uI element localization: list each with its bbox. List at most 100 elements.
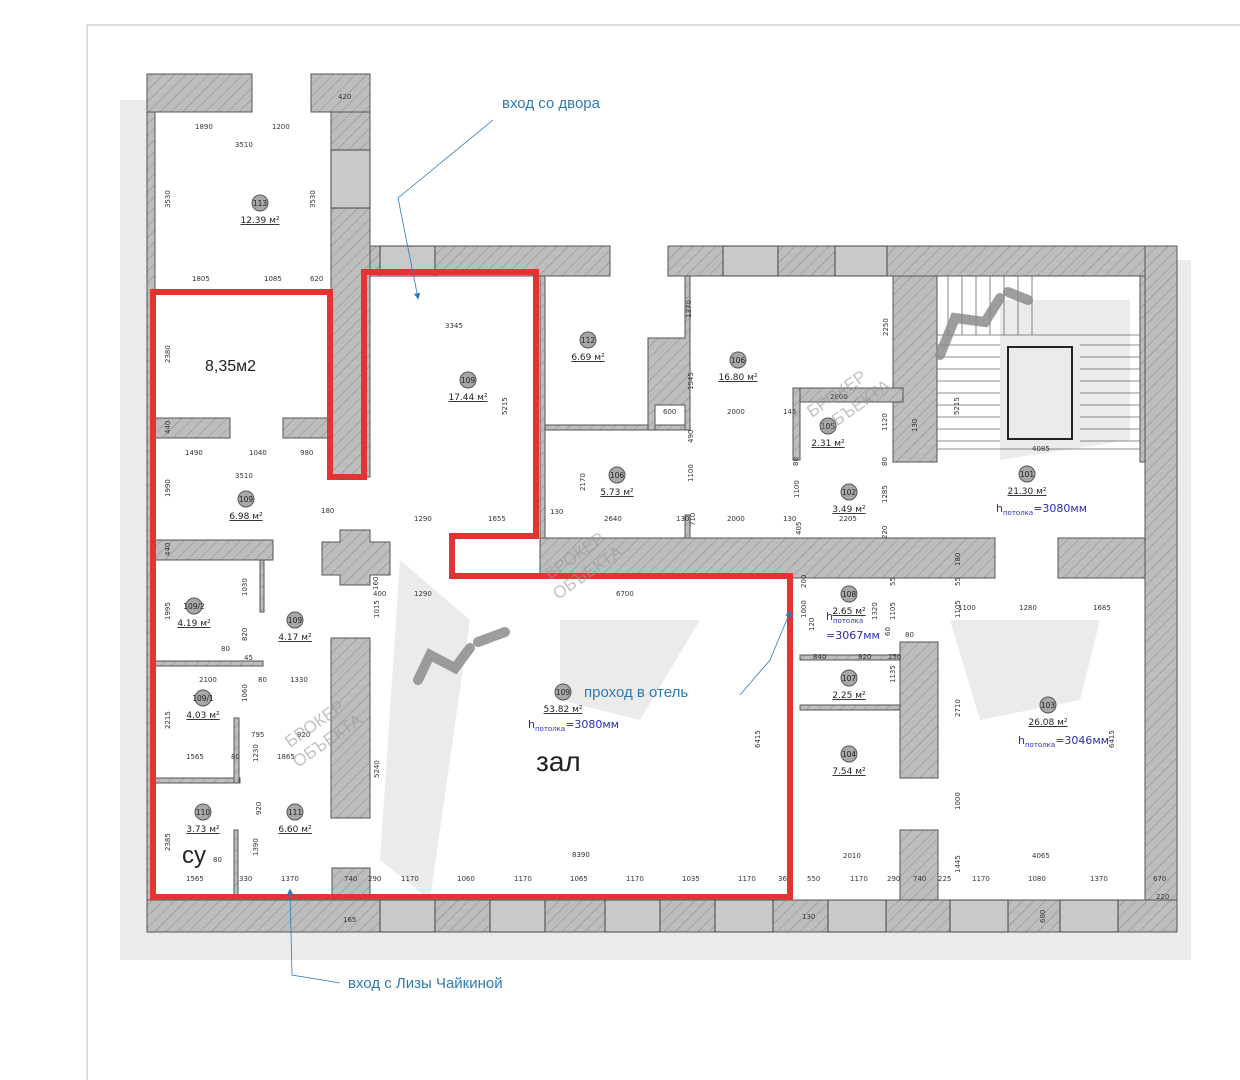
dimension-label: 36 xyxy=(778,875,787,883)
dimension-label: 180 xyxy=(954,553,962,566)
dimension-label: 2215 xyxy=(164,711,172,729)
room-number-badge xyxy=(286,803,304,821)
room-number-badge xyxy=(840,669,858,687)
dimension-label: 1105 xyxy=(889,602,897,620)
dimension-label: 1085 xyxy=(264,275,282,283)
dimension-label: 1320 xyxy=(871,602,879,620)
dimension-label: 920 xyxy=(858,653,871,661)
dimension-label: 1890 xyxy=(195,123,213,131)
room-area: 4.03 м² xyxy=(186,711,220,721)
dimension-label: 1805 xyxy=(192,275,210,283)
room-number: 107 xyxy=(842,674,857,683)
ceiling-heights: hпотолка=3080мм hпотолка=3080мм hпотолка… xyxy=(528,502,1109,749)
room-number: 109/1 xyxy=(192,694,214,703)
room-number: 103 xyxy=(1041,701,1056,710)
dimension-label: 1285 xyxy=(881,485,889,503)
hotel-passage-label: проход в отель xyxy=(584,684,688,701)
room-number: 112 xyxy=(581,336,596,345)
dimension-label: 1170 xyxy=(738,875,756,883)
dimension-label: 1000 xyxy=(954,792,962,810)
dimension-label: 55 xyxy=(889,577,897,586)
dimension-label: 6700 xyxy=(616,590,634,598)
room-number-badge xyxy=(819,417,837,435)
room-number-badge xyxy=(459,371,477,389)
dimension-label: 2380 xyxy=(164,345,172,363)
dimension-label: 55 xyxy=(954,577,962,586)
dimension-label: 4065 xyxy=(1032,852,1050,860)
room-number-badge xyxy=(1039,696,1057,714)
dimension-label: 1170 xyxy=(401,875,419,883)
dimension-label: 1100 xyxy=(958,604,976,612)
dimension-label: 1290 xyxy=(414,590,432,598)
room-number-badge xyxy=(194,689,212,707)
dimension-label: 80 xyxy=(905,631,914,639)
dimension-label: 1120 xyxy=(881,413,889,431)
room-area: 7.54 м² xyxy=(832,767,866,777)
dimension-label: 2205 xyxy=(839,515,857,523)
room-number-badge xyxy=(251,194,269,212)
dimension-label: 405 xyxy=(795,522,803,535)
dimension-label: 920 xyxy=(255,802,263,815)
room-number-badge xyxy=(608,466,626,484)
street-entrance-label: вход с Лизы Чайкиной xyxy=(348,975,503,992)
dimension-label: 120 xyxy=(808,618,816,631)
dimension-label: 795 xyxy=(251,731,264,739)
dimension-label: 60 xyxy=(884,627,892,636)
dimension-label: 1170 xyxy=(514,875,532,883)
room-area: 3.49 м² xyxy=(832,505,866,515)
dimension-label: 1545 xyxy=(687,372,695,390)
room-area: 6.98 м² xyxy=(229,512,263,522)
ceiling-height-101: hпотолка=3080мм xyxy=(996,502,1087,517)
room-label: 109/24.19 м² xyxy=(177,597,211,629)
dimension-label: 160 xyxy=(372,577,380,590)
dimension-label: 180 xyxy=(321,507,334,515)
dimension-label: 80 xyxy=(221,645,230,653)
leader-lines xyxy=(286,119,792,984)
dimension-label: 6415 xyxy=(1108,730,1116,748)
room-number: 111 xyxy=(288,808,303,817)
room-number-badge xyxy=(286,611,304,629)
dimension-label: 710 xyxy=(689,513,697,526)
dimension-label: 1445 xyxy=(954,855,962,873)
dimension-label: 1035 xyxy=(682,875,700,883)
room-area: 21.30 м² xyxy=(1007,487,1046,497)
dimension-label: 1280 xyxy=(1019,604,1037,612)
dimension-label: 2640 xyxy=(604,515,622,523)
dimension-label: 1370 xyxy=(685,300,693,318)
hall-label: зал xyxy=(536,746,581,777)
dimension-label: 3345 xyxy=(445,322,463,330)
dimension-label: 130 xyxy=(911,419,919,432)
dimension-label: 740 xyxy=(344,875,357,883)
courtyard-entrance-label: вход со двора xyxy=(502,95,601,112)
dimension-label: 2000 xyxy=(727,408,745,416)
room-number-badge xyxy=(729,351,747,369)
room-number: 105 xyxy=(821,422,836,431)
dimension-label: 1290 xyxy=(414,515,432,523)
dimension-label: 1685 xyxy=(1093,604,1111,612)
dimension-label: 3510 xyxy=(235,472,253,480)
dimension-label: 1135 xyxy=(889,665,897,683)
dimension-label: 330 xyxy=(239,875,252,883)
dimension-label: 3510 xyxy=(235,141,253,149)
dimension-label: 1390 xyxy=(252,838,260,856)
dimension-label: 1995 xyxy=(164,602,172,620)
room-number: 106 xyxy=(610,471,625,480)
dimension-label: 1170 xyxy=(850,875,868,883)
ceiling-height-103: hпотолка=3046мм xyxy=(1018,734,1109,749)
dimension-label: 2010 xyxy=(843,852,861,860)
room-area: 2.65 м² xyxy=(832,607,866,617)
dimension-label: 1000 xyxy=(800,600,808,618)
dimension-label: 1170 xyxy=(972,875,990,883)
dimension-label: 225 xyxy=(938,875,951,883)
